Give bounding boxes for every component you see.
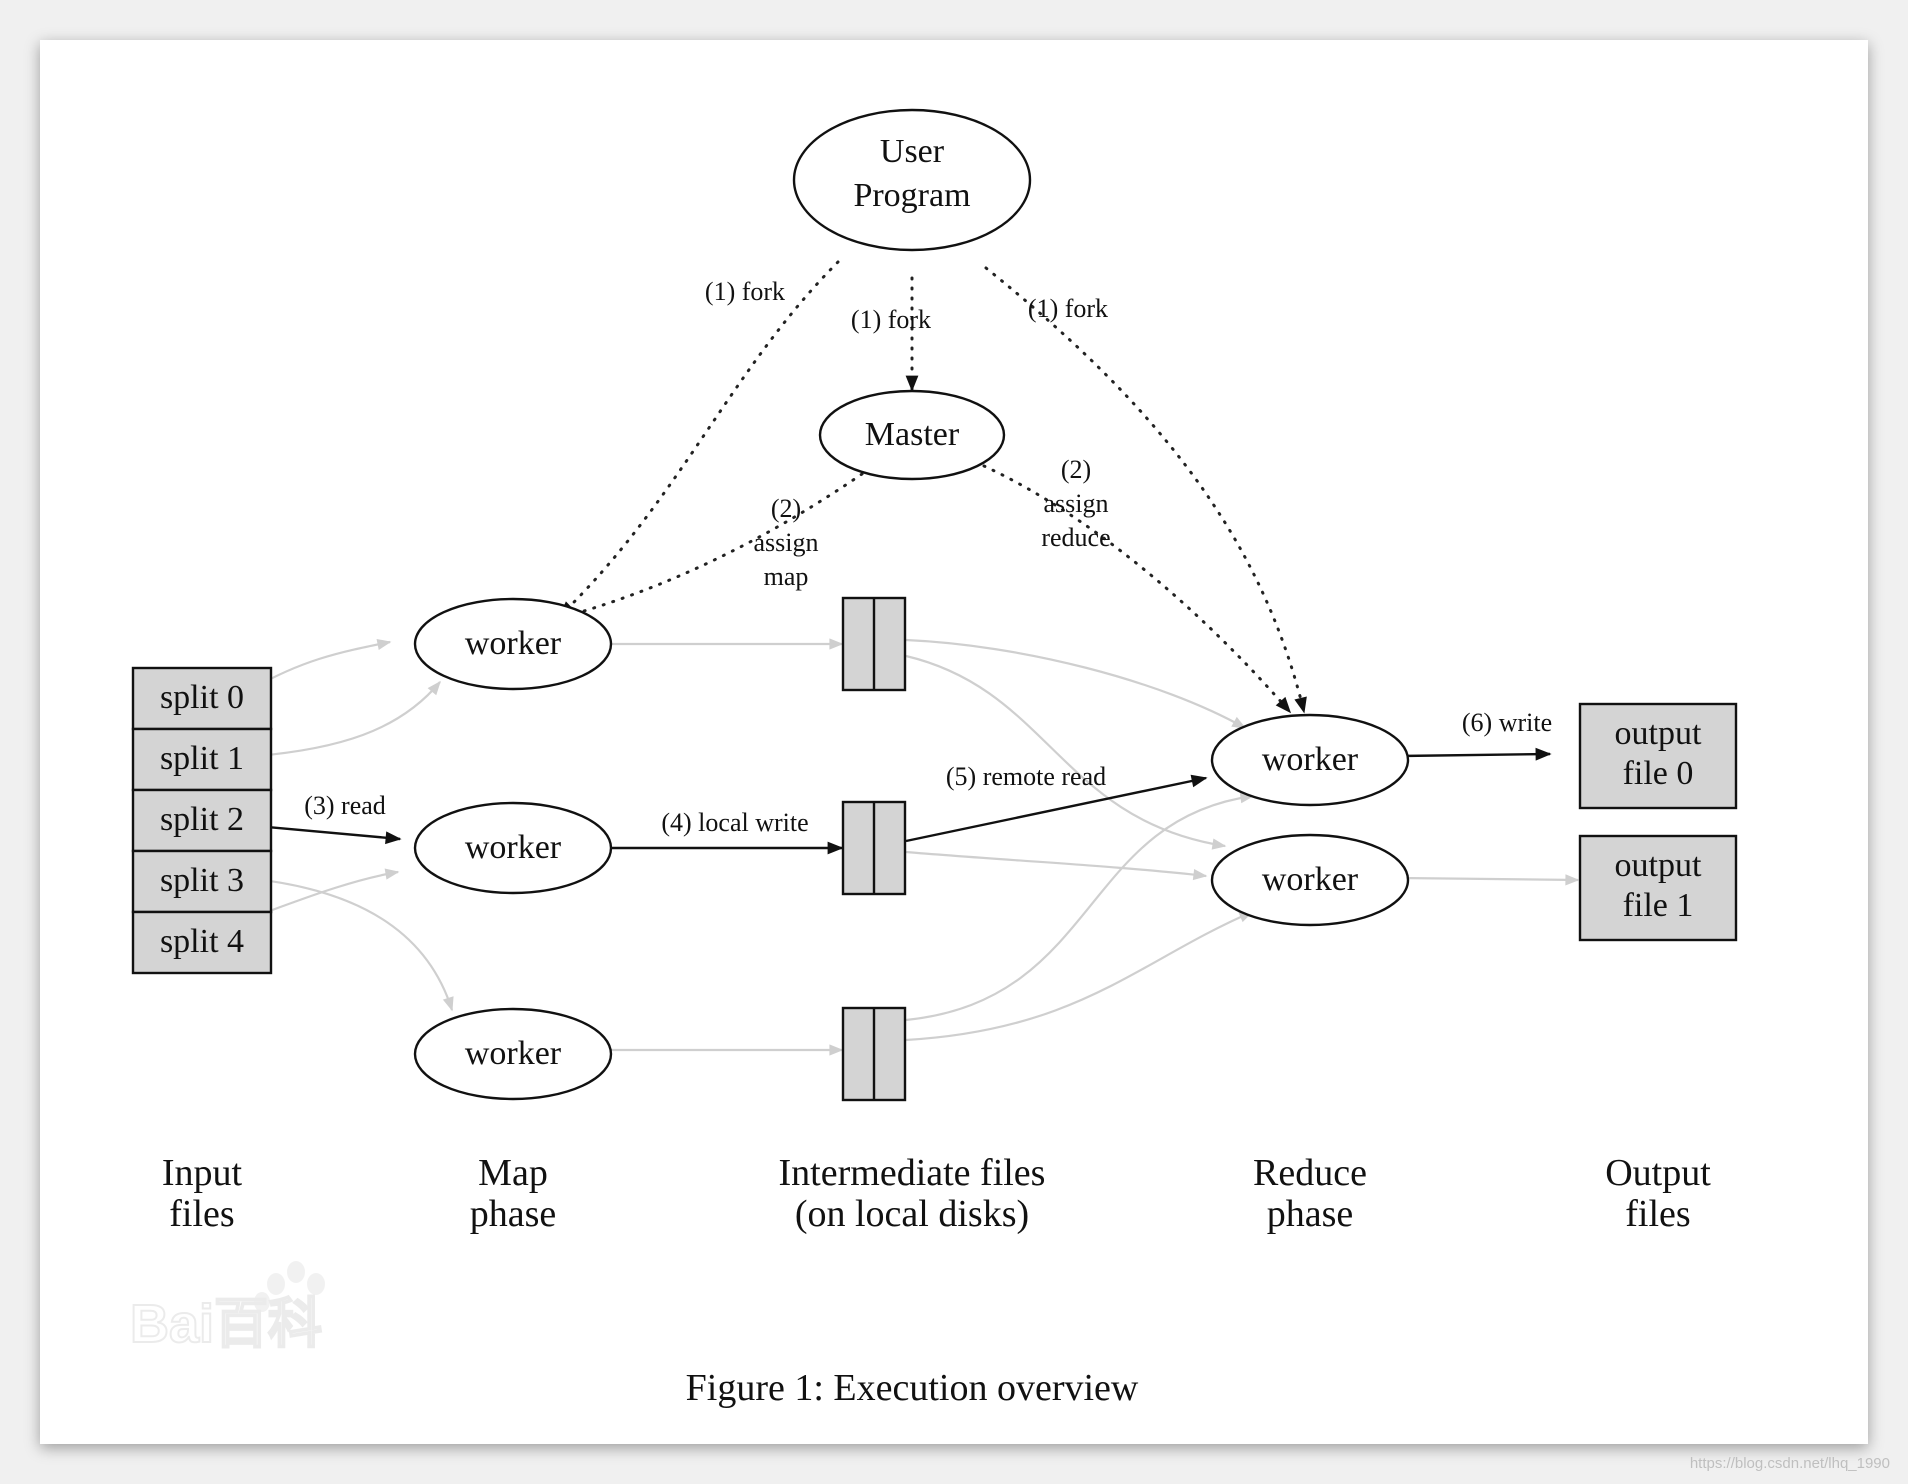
- map-worker-3-label: worker: [465, 1035, 562, 1072]
- label-assign-reduce-line1: (2): [1061, 455, 1091, 484]
- map-worker-1-label: worker: [465, 625, 562, 662]
- edge-write: [1399, 747, 1552, 761]
- split-3-label: split 3: [160, 862, 244, 899]
- col-reduce-line1: Reduce: [1253, 1152, 1367, 1194]
- figure-card: User Program Master worker worker worker…: [40, 40, 1868, 1444]
- edge-split1-worker1: [244, 680, 441, 759]
- label-write: (6) write: [1462, 708, 1552, 737]
- edge-file2-reduce2: [905, 850, 1208, 881]
- baidu-watermark: Bai百科: [129, 1261, 325, 1355]
- user-program-line2: Program: [853, 177, 970, 214]
- output-file-1-line2: file 1: [1623, 887, 1694, 924]
- map-worker-3: worker: [413, 1007, 613, 1101]
- split-0-label: split 0: [160, 679, 244, 716]
- split-box-2: [131, 788, 273, 853]
- edge-file1-reduce1: [905, 638, 1247, 729]
- split-box-0: [131, 666, 273, 731]
- intermediate-file-3: [841, 1006, 907, 1102]
- intermediate-file-1: [841, 596, 907, 692]
- input-splits: split 0 split 1 split 2 split 3 split 4: [131, 666, 273, 975]
- col-reduce-line2: phase: [1267, 1193, 1354, 1235]
- reduce-worker-1-label: worker: [1262, 741, 1359, 778]
- col-output-line1: Output: [1605, 1152, 1711, 1194]
- output-file-1: output file 1: [1578, 834, 1738, 942]
- reduce-worker-1: worker: [1210, 713, 1410, 807]
- reduce-worker-2: worker: [1210, 833, 1410, 927]
- edge-fork-right: [984, 266, 1307, 714]
- source-url: https://blog.csdn.net/lhq_1990: [1689, 1455, 1890, 1472]
- label-assign-reduce-line3: reduce: [1041, 523, 1110, 552]
- split-2-label: split 2: [160, 801, 244, 838]
- edge-fork-left: [558, 260, 840, 618]
- edge-remote-read: [905, 774, 1208, 843]
- label-fork-center: (1) fork: [851, 305, 931, 334]
- col-map-line1: Map: [478, 1152, 548, 1194]
- col-output-line2: files: [1625, 1193, 1690, 1235]
- label-fork-right: (1) fork: [1028, 294, 1108, 323]
- output-file-0: output file 0: [1578, 702, 1738, 810]
- edge-file3-reduce2: [905, 910, 1254, 1042]
- col-input-line1: Input: [162, 1152, 243, 1194]
- split-box-4: [131, 910, 273, 975]
- split-box-1: [131, 727, 273, 792]
- watermark-logo-text: Bai百科: [130, 1294, 322, 1354]
- label-assign-map-line2: assign: [754, 528, 819, 557]
- edge-split3-worker3: [244, 876, 454, 1012]
- output-file-0-line2: file 0: [1623, 755, 1694, 792]
- master-node: Master: [818, 389, 1006, 481]
- edge-file3-reduce1: [905, 792, 1255, 1022]
- split-box-3: [131, 849, 273, 914]
- edge-assign-map: [558, 472, 864, 621]
- edge-reduce2-output1: [1399, 874, 1580, 886]
- map-worker-2: worker: [413, 801, 613, 895]
- edge-file1-reduce2: [905, 654, 1227, 850]
- split-4-label: split 4: [160, 923, 244, 960]
- col-input-line2: files: [169, 1193, 234, 1235]
- split-1-label: split 1: [160, 740, 244, 777]
- output-file-0-line1: output: [1615, 715, 1702, 752]
- dark-edges: [244, 747, 1552, 855]
- label-remote-read: (5) remote read: [946, 762, 1106, 791]
- master-label: Master: [865, 416, 960, 453]
- col-map-line2: phase: [470, 1193, 557, 1235]
- label-read: (3) read: [304, 791, 386, 820]
- user-program-node: User Program: [792, 108, 1032, 252]
- column-captions: Input files Map phase Intermediate files…: [162, 1152, 1711, 1235]
- intermediate-file-2: [841, 800, 907, 896]
- label-local-write: (4) local write: [661, 808, 808, 837]
- execution-overview-diagram: User Program Master worker worker worker…: [129, 108, 1738, 1409]
- user-program-line1: User: [880, 133, 945, 170]
- label-assign-map-line1: (2): [771, 494, 801, 523]
- paw-icon: [254, 1261, 325, 1312]
- edge-assign-reduce: [982, 464, 1292, 714]
- col-intermediate-line1: Intermediate files: [779, 1152, 1046, 1194]
- edge-labels: (1) fork (1) fork (1) fork (2) assign ma…: [304, 277, 1552, 837]
- map-worker-2-label: worker: [465, 829, 562, 866]
- col-intermediate-line2: (on local disks): [795, 1193, 1029, 1235]
- label-assign-reduce-line2: assign: [1044, 489, 1109, 518]
- reduce-worker-2-label: worker: [1262, 861, 1359, 898]
- output-file-1-line1: output: [1615, 847, 1702, 884]
- figure-caption: Figure 1: Execution overview: [686, 1367, 1139, 1409]
- label-assign-map-line3: map: [764, 562, 809, 591]
- label-fork-left: (1) fork: [705, 277, 785, 306]
- dotted-edges: [558, 260, 1307, 714]
- map-worker-1: worker: [413, 597, 613, 691]
